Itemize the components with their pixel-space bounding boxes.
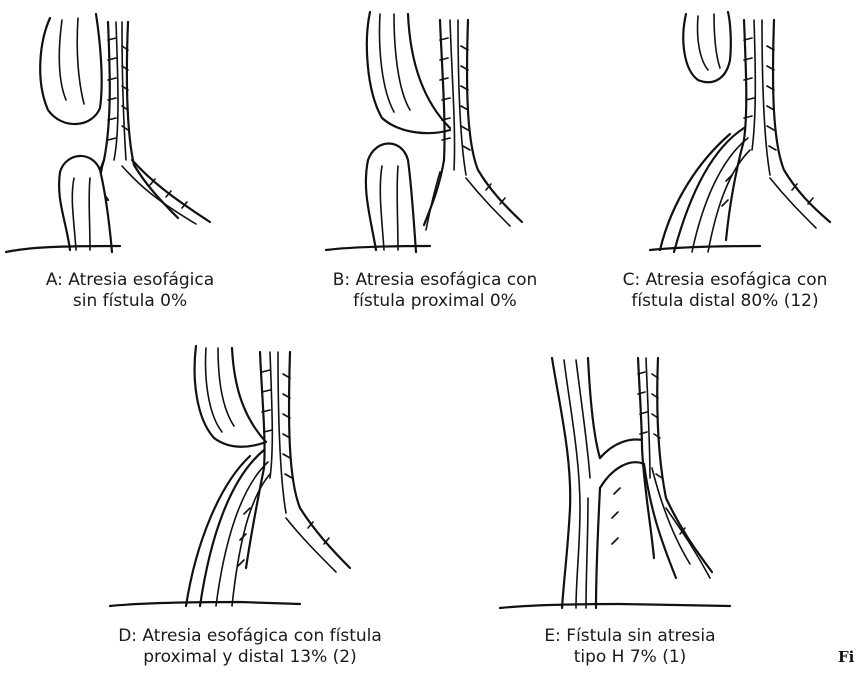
panel-a-caption-line2: sin fístula 0% bbox=[0, 291, 260, 312]
panel-b-caption: B: Atresia esofágica con fístula proxima… bbox=[290, 270, 580, 312]
panel-c-caption-line1: C: Atresia esofágica con bbox=[590, 270, 860, 291]
upper-pouch bbox=[40, 14, 101, 124]
panel-c-drawing bbox=[580, 0, 860, 260]
panel-d-caption-line2: proximal y distal 13% (2) bbox=[60, 647, 440, 668]
panel-a-caption-line1: A: Atresia esofágica bbox=[0, 270, 260, 291]
trachea-right-wall bbox=[127, 22, 178, 218]
panel-d-drawing bbox=[100, 338, 400, 620]
panel-c-caption: C: Atresia esofágica con fístula distal … bbox=[590, 270, 860, 312]
panel-d-caption-line1: D: Atresia esofágica con fístula bbox=[60, 626, 440, 647]
panel-e-drawing bbox=[490, 338, 770, 620]
panel-e-caption: E: Fístula sin atresia tipo H 7% (1) bbox=[490, 626, 770, 668]
panel-a-caption: A: Atresia esofágica sin fístula 0% bbox=[0, 270, 260, 312]
trachea-left-wall bbox=[246, 352, 265, 568]
panel-e-caption-line2: tipo H 7% (1) bbox=[490, 647, 770, 668]
trachea-right-wall bbox=[289, 352, 350, 568]
panel-e-svg bbox=[490, 338, 770, 620]
esophagus-left-wall bbox=[552, 358, 570, 608]
trachea-left-wall bbox=[638, 358, 654, 558]
panel-e-caption-line1: E: Fístula sin atresia bbox=[490, 626, 770, 647]
panel-a-drawing bbox=[0, 0, 260, 260]
panel-b-caption-line1: B: Atresia esofágica con bbox=[290, 270, 580, 291]
panel-a-svg bbox=[0, 0, 260, 260]
panel-d-caption: D: Atresia esofágica con fístula proxima… bbox=[60, 626, 440, 668]
trachea-right-wall bbox=[657, 358, 712, 572]
panel-c-caption-line2: fístula distal 80% (12) bbox=[590, 291, 860, 312]
figure-label: Fi bbox=[838, 648, 854, 666]
trachea-right-wall bbox=[467, 20, 522, 222]
panel-b-svg bbox=[290, 0, 580, 260]
panel-b-caption-line2: fístula proximal 0% bbox=[290, 291, 580, 312]
h-type-fistula bbox=[600, 440, 642, 458]
panel-c-svg bbox=[580, 0, 860, 260]
panel-b-drawing bbox=[290, 0, 580, 260]
upper-pouch bbox=[683, 12, 731, 82]
lower-pouch bbox=[59, 156, 112, 252]
panel-d-svg bbox=[100, 338, 400, 620]
lower-pouch bbox=[366, 144, 416, 253]
